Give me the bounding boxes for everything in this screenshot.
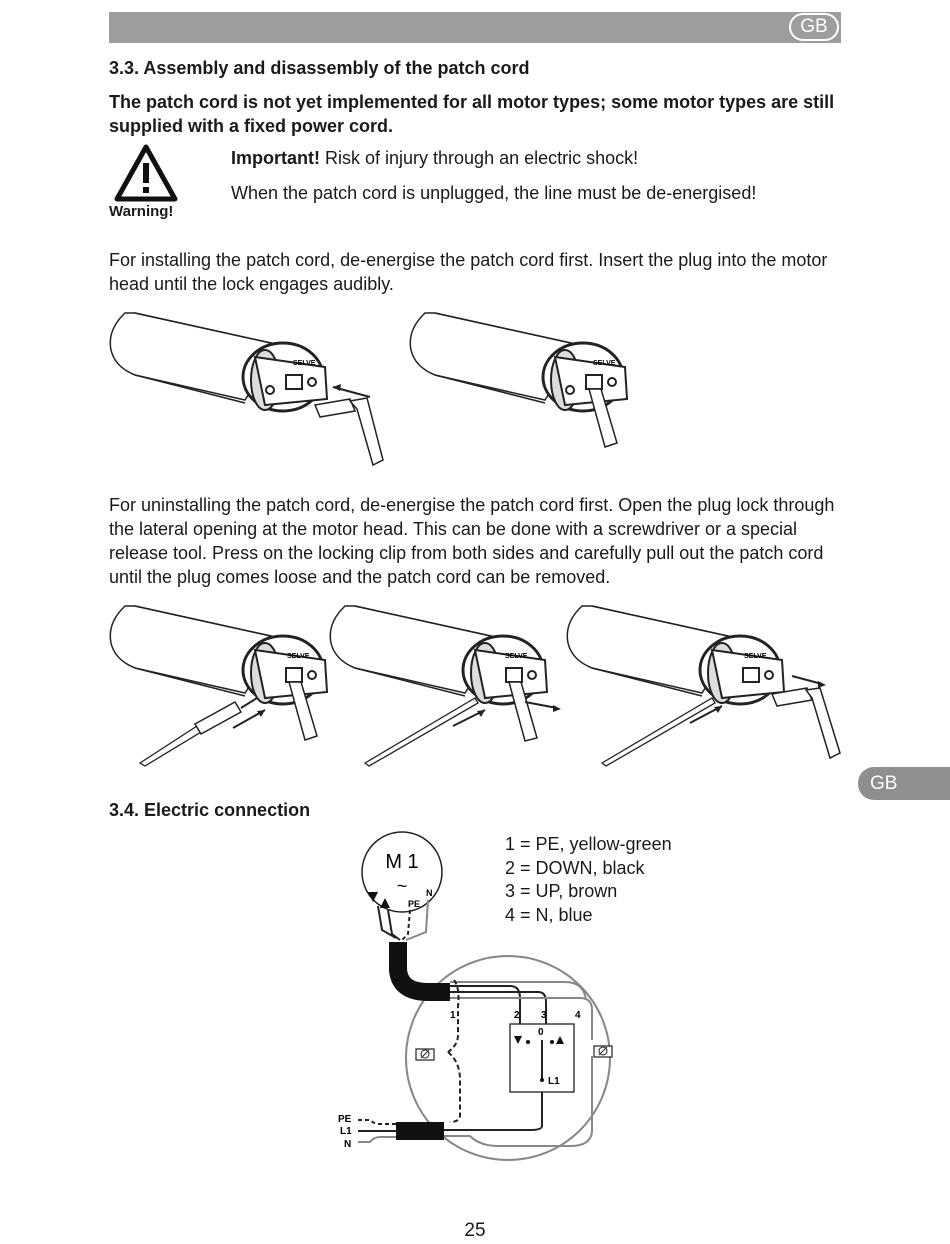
motor-brand-label: SELVE bbox=[505, 653, 528, 660]
up-arrow-icon bbox=[556, 1036, 564, 1044]
up-arrow-icon bbox=[380, 898, 390, 908]
legend-item: 4 = N, blue bbox=[505, 904, 593, 925]
warning-triangle-icon bbox=[114, 144, 178, 202]
down-arrow-icon bbox=[514, 1036, 522, 1044]
important-text: Risk of injury through an electric shock… bbox=[320, 148, 639, 168]
svg-text:M 1: M 1 bbox=[385, 851, 418, 873]
legend-item: 3 = UP, brown bbox=[505, 881, 618, 901]
legend-item: 2 = DOWN, black bbox=[505, 857, 645, 878]
language-badge: GB bbox=[789, 13, 839, 41]
install-paragraph: For installing the patch cord, de-energi… bbox=[109, 250, 828, 294]
motor-brand-label: SELVE bbox=[744, 653, 767, 660]
motor-symbol bbox=[361, 831, 443, 913]
legend-item: 1 = PE, yellow-green bbox=[505, 834, 672, 854]
important-notice: Important! Risk of injury through an ele… bbox=[231, 148, 638, 169]
motor-brand-label: SELVE bbox=[293, 360, 316, 367]
motor-brand-label: SELVE bbox=[287, 653, 310, 660]
svg-text:N: N bbox=[426, 888, 433, 898]
page-number: 25 bbox=[464, 1220, 486, 1241]
svg-text:L1: L1 bbox=[340, 1126, 352, 1137]
svg-text:1: 1 bbox=[450, 1010, 456, 1021]
svg-text:3: 3 bbox=[541, 1010, 547, 1021]
uninstall-paragraph: For uninstalling the patch cord, de-ener… bbox=[109, 495, 835, 587]
svg-text:2: 2 bbox=[514, 1010, 520, 1021]
important-lead: Important! bbox=[231, 148, 320, 168]
uninstall-figure-removed: SELVE bbox=[566, 605, 841, 767]
down-arrow-icon bbox=[368, 892, 378, 902]
install-figure-locked: SELVE bbox=[409, 312, 629, 448]
header-bar bbox=[109, 12, 841, 43]
svg-text:L1: L1 bbox=[548, 1076, 560, 1087]
install-figure-insert: SELVE bbox=[109, 312, 384, 467]
svg-text:~: ~ bbox=[397, 876, 408, 896]
svg-text:PE: PE bbox=[338, 1114, 352, 1125]
warning-line-2: When the patch cord is unplugged, the li… bbox=[231, 183, 757, 203]
section-title-3-4: 3.4. Electric connection bbox=[109, 800, 311, 820]
uninstall-figure-screwdriver: SELVE bbox=[109, 605, 329, 767]
wire-legend: 1 = PE, yellow-green 2 = DOWN, black 3 =… bbox=[505, 833, 672, 927]
svg-text:0: 0 bbox=[538, 1027, 544, 1038]
svg-text:PE: PE bbox=[408, 899, 420, 909]
intro-paragraph: The patch cord is not yet implemented fo… bbox=[109, 92, 835, 136]
svg-text:4: 4 bbox=[575, 1010, 581, 1021]
mains-cable-clamp bbox=[396, 1122, 444, 1140]
warning-label: Warning! bbox=[109, 203, 174, 220]
language-side-tab: GB bbox=[858, 767, 950, 800]
uninstall-figure-release: SELVE bbox=[329, 605, 561, 767]
svg-text:N: N bbox=[344, 1139, 351, 1150]
motor-brand-label: SELVE bbox=[593, 360, 616, 367]
section-title-3-3: 3.3. Assembly and disassembly of the pat… bbox=[109, 58, 530, 78]
wiring-diagram: M 1 ~ PE N 1 2 3 4 0 L1 PE L1 N bbox=[338, 831, 613, 1161]
junction-box bbox=[405, 955, 611, 1161]
